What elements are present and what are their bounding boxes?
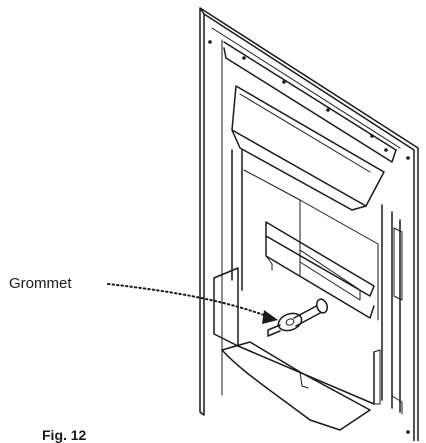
firebox-back <box>265 199 379 321</box>
top-flange <box>223 41 397 163</box>
grommet-assembly <box>267 298 329 337</box>
canopy-hood <box>231 85 385 211</box>
figure-caption: Fig. 12 <box>42 427 87 443</box>
lower-panel <box>213 267 381 431</box>
grommet-label: Grommet <box>9 275 72 292</box>
left-side-panel <box>231 149 301 291</box>
back-plate <box>199 7 419 441</box>
grommet-leader-arrow <box>107 283 278 324</box>
right-side-panel <box>381 204 403 415</box>
